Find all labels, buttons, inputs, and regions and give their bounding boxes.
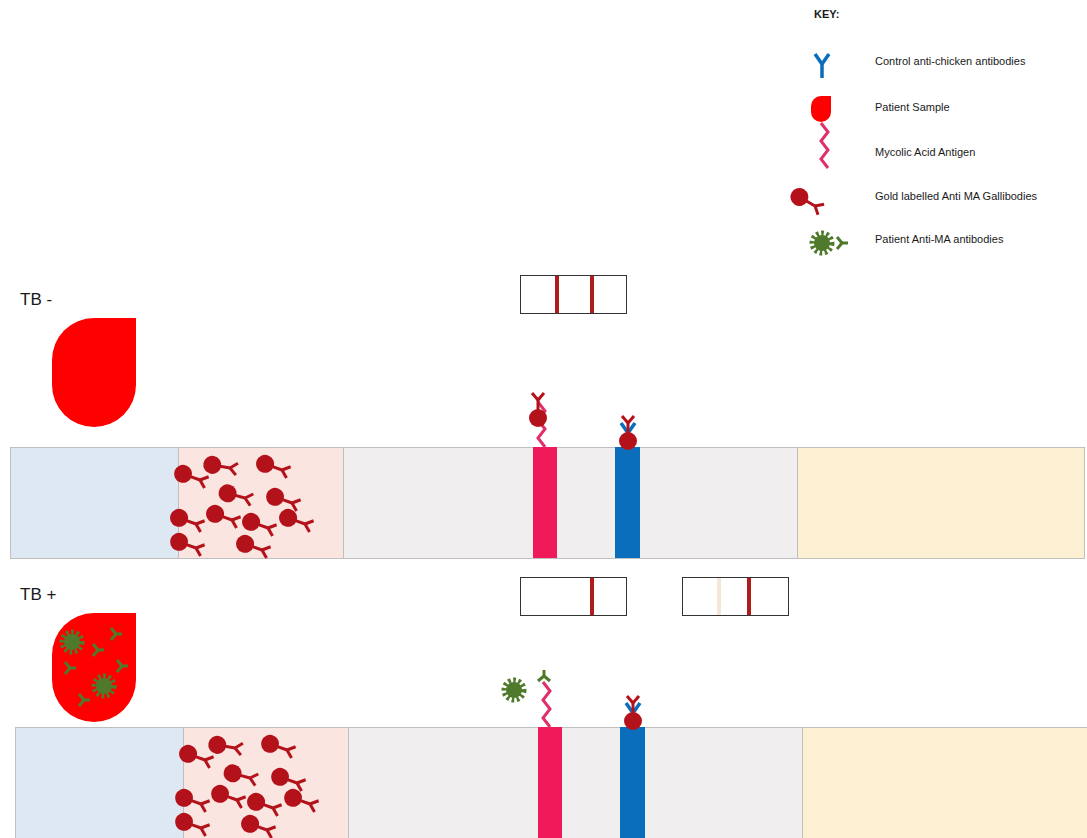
- result-heading: TB -: [20, 290, 52, 310]
- legend-entry: Patient Sample: [875, 101, 950, 113]
- legend-entry: Control anti-chicken antibodies: [875, 55, 1025, 67]
- legend-entry: Patient Anti-MA antibodies: [875, 233, 1003, 245]
- key-heading: KEY:: [814, 8, 839, 20]
- result-heading: TB +: [20, 585, 56, 605]
- legend-entry: Mycolic Acid Antigen: [875, 146, 975, 158]
- legend-entry: Gold labelled Anti MA Gallibodies: [875, 190, 1037, 202]
